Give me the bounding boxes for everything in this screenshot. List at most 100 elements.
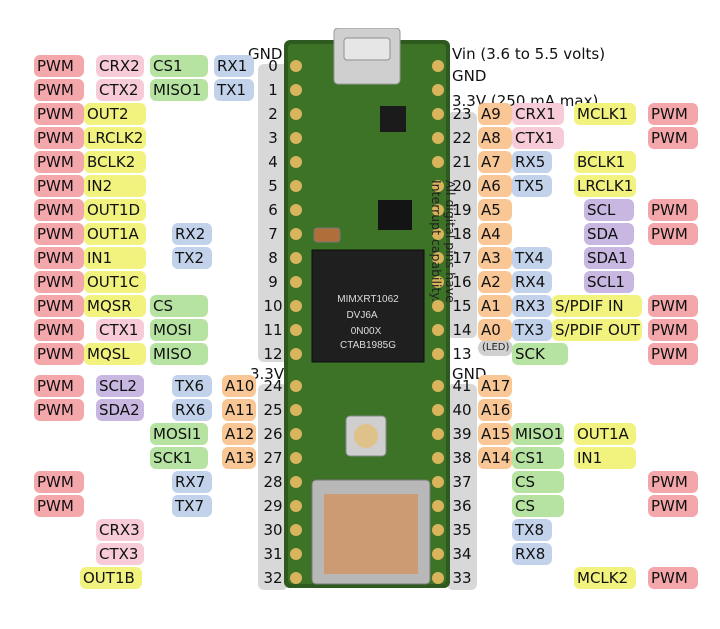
pin-pad (432, 380, 444, 392)
pin-pad (290, 572, 302, 584)
pin-pad (432, 500, 444, 512)
pin-pad (290, 276, 302, 288)
left-pin-1-label-tx1: TX1 (214, 79, 254, 101)
left-pin-31-label-ctx3: CTX3 (96, 543, 144, 565)
left-pin-number: 5 (268, 177, 278, 195)
left-pin-number: 7 (268, 225, 278, 243)
right-pin-number: 20 (452, 177, 472, 195)
right-pin-23-label-pwm: PWM (648, 103, 698, 125)
right-pin-number: 21 (452, 153, 472, 171)
right-pin-40-label-a16: A16 (478, 399, 512, 421)
pin-pad (432, 108, 444, 120)
left-pin-30-label-crx3: CRX3 (96, 519, 144, 541)
right-pin-38-label-cs1: CS1 (512, 447, 564, 469)
chip-marking-2: DVJ6A (346, 310, 377, 321)
pin-pad (290, 428, 302, 440)
right-pin-21-label-a7: A7 (478, 151, 512, 173)
left-pin-number: 0 (268, 57, 278, 75)
right-pin-number: 13 (452, 345, 472, 363)
chip-marking-3: 0N00X (351, 326, 382, 337)
left-pin-number: 4 (268, 153, 278, 171)
teensy-board-image: MIMXRT1062 DVJ6A 0N00X CTAB1985G (284, 28, 450, 588)
left-pin-8-label-pwm: PWM (34, 247, 84, 269)
right-pin-14-label-a0: A0 (478, 319, 512, 341)
left-pin-strip-top (258, 64, 288, 362)
pin-pad (290, 84, 302, 96)
left-pin-6-label-pwm: PWM (34, 199, 84, 221)
pin-pad (290, 500, 302, 512)
left-pin-4-label-bclk2: BCLK2 (84, 151, 146, 173)
gnd-mid-right-label: GND (452, 365, 487, 383)
left-pin-1-label-miso1: MISO1 (150, 79, 208, 101)
left-pin-11-label-mosi: MOSI (150, 319, 208, 341)
right-pin-18-label-a4: A4 (478, 223, 512, 245)
left-pin-number: 31 (263, 545, 283, 563)
left-pin-9-label-pwm: PWM (34, 271, 84, 293)
pin-pad (432, 300, 444, 312)
mcu-chip (311, 249, 425, 363)
left-pin-10-label-pwm: PWM (34, 295, 84, 317)
pin-pad (432, 276, 444, 288)
pin-pad (432, 476, 444, 488)
pin-pad (432, 252, 444, 264)
left-pin-12-label-miso: MISO (150, 343, 208, 365)
left-pin-6-label-out1d: OUT1D (84, 199, 146, 221)
left-pin-number: 3 (268, 129, 278, 147)
right-pin-strip-bottom (447, 384, 477, 590)
left-pin-24-label-tx6: TX6 (172, 375, 212, 397)
right-pin-14-label-tx3: TX3 (512, 319, 552, 341)
interrupt-note-line-2: Interrupt capability. (429, 180, 444, 302)
left-pin-7-label-out1a: OUT1A (84, 223, 146, 245)
pin-pad (290, 404, 302, 416)
left-pin-number: 26 (263, 425, 283, 443)
gnd-top-left-label: GND (248, 45, 283, 63)
left-pin-24-label-scl2: SCL2 (96, 375, 144, 397)
left-pin-5-label-pwm: PWM (34, 175, 84, 197)
pin-pad (432, 228, 444, 240)
right-pin-number: 34 (452, 545, 472, 563)
left-pin-25-label-pwm: PWM (34, 399, 84, 421)
right-pin-18-label-sda: SDA (584, 223, 634, 245)
crystal (313, 227, 341, 243)
right-pin-number: 40 (452, 401, 472, 419)
left-pin-28-label-pwm: PWM (34, 471, 84, 493)
right-pin-number: 22 (452, 129, 472, 147)
right-pin-23-label-crx1: CRX1 (512, 103, 564, 125)
pin-pad (290, 108, 302, 120)
left-pin-9-label-out1c: OUT1C (84, 271, 146, 293)
left-pin-2-label-out2: OUT2 (84, 103, 146, 125)
left-pin-number: 11 (263, 321, 283, 339)
right-pin-38-label-a14: A14 (478, 447, 512, 469)
right-pin-21-label-bclk1: BCLK1 (574, 151, 636, 173)
right-pin-35-label-tx8: TX8 (512, 519, 552, 541)
pin-pad (432, 60, 444, 72)
left-pin-number: 9 (268, 273, 278, 291)
right-pin-39-label-out1a: OUT1A (574, 423, 636, 445)
left-pin-27-label-sck1: SCK1 (150, 447, 208, 469)
left-pin-10-label-mqsr: MQSR (84, 295, 146, 317)
pin-pad (290, 60, 302, 72)
left-pin-3-label-pwm: PWM (34, 127, 84, 149)
left-pin-25-label-sda2: SDA2 (96, 399, 144, 421)
left-pin-1-label-pwm: PWM (34, 79, 84, 101)
left-pin-11-label-ctx1: CTX1 (96, 319, 144, 341)
left-pin-0-label-crx2: CRX2 (96, 55, 144, 77)
left-pin-25-label-a11: A11 (222, 399, 256, 421)
pin-pad (432, 84, 444, 96)
pin-pad (432, 180, 444, 192)
left-pin-12-label-pwm: PWM (34, 343, 84, 365)
right-pin-19-label-a5: A5 (478, 199, 512, 221)
right-pin-16-label-rx4: RX4 (512, 271, 552, 293)
pin-pad (290, 380, 302, 392)
right-pin-15-label-pwm: PWM (648, 295, 698, 317)
pin-pad (290, 252, 302, 264)
left-pin-number: 29 (263, 497, 283, 515)
left-pin-26-label-a12: A12 (222, 423, 256, 445)
left-pin-number: 12 (263, 345, 283, 363)
right-pin-41-label-a17: A17 (478, 375, 512, 397)
pin-pad (432, 324, 444, 336)
right-pin-22-label-pwm: PWM (648, 127, 698, 149)
right-pin-21-label-rx5: RX5 (512, 151, 552, 173)
right-pin-number: 37 (452, 473, 472, 491)
